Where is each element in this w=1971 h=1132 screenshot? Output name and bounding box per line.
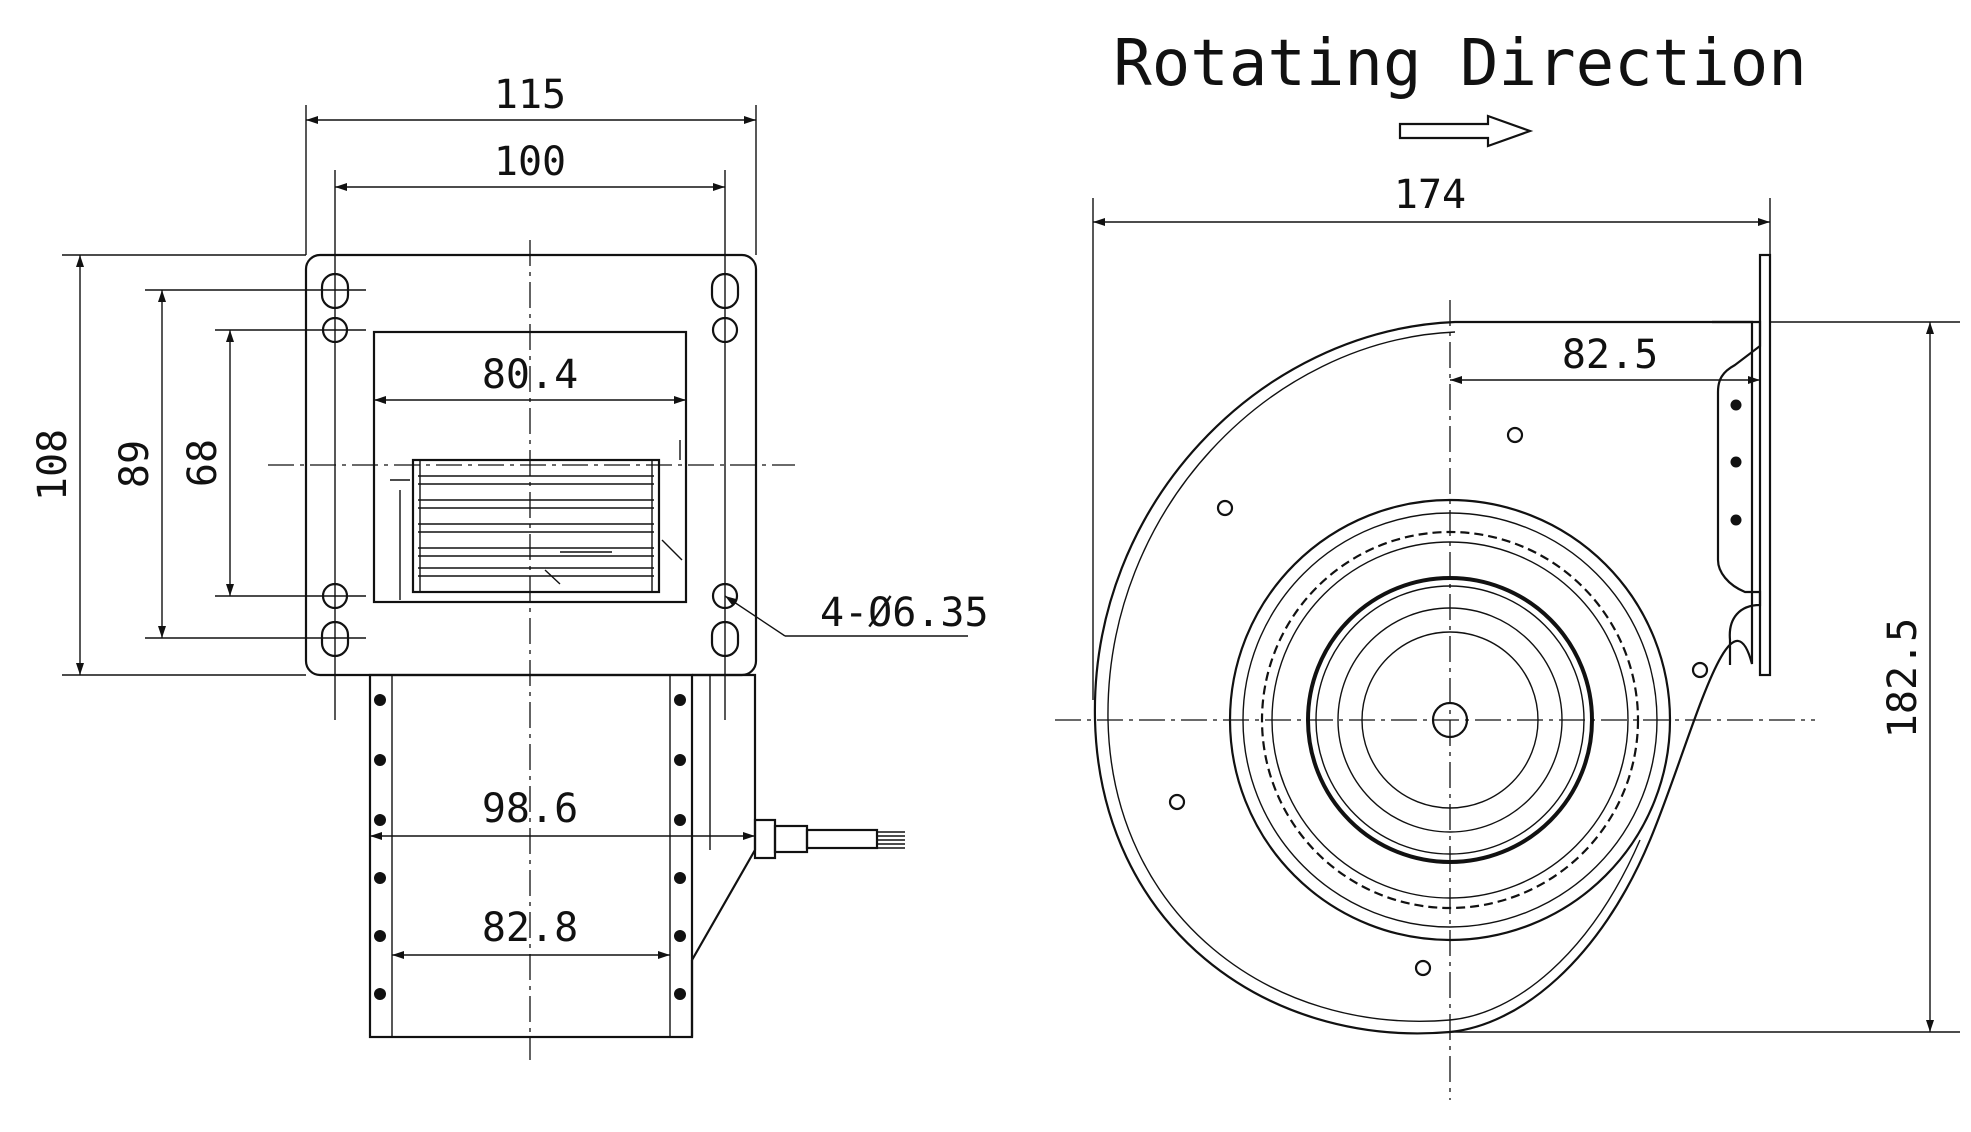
dim-overall-width: 115 (494, 72, 566, 118)
housing-screw-holes (1168, 426, 1709, 977)
side-view: Rotating Direction (1055, 27, 1960, 1100)
dim-hole-spacing-height: 89 (112, 440, 158, 488)
housing-rivets (374, 694, 686, 1000)
dim-overall-length: 174 (1394, 172, 1466, 218)
dim-housing-width: 98.6 (482, 786, 578, 832)
cable-gland (753, 818, 777, 860)
dim-wheel-width: 82.8 (482, 905, 578, 951)
dim-overall-height: 108 (30, 429, 76, 501)
dim-mounting-holes: 4-Ø6.35 (820, 590, 989, 636)
dim-outlet-width: 80.4 (482, 352, 578, 398)
dim-outlet-height: 68 (180, 439, 226, 487)
rotation-arrow-icon (1398, 114, 1534, 148)
dim-hole-spacing-width: 100 (494, 139, 566, 185)
rotating-direction-title: Rotating Direction (1113, 27, 1807, 101)
front-view: 115 100 80.4 108 89 68 4-Ø6.35 98.6 82.8 (30, 72, 989, 1060)
scroll-housing (1093, 320, 1754, 1035)
scroll-housing-inner-edge (1107, 331, 1641, 1022)
blower-wheel (390, 440, 683, 600)
dim-outlet-offset: 82.5 (1562, 332, 1658, 378)
outlet-flange (1712, 253, 1772, 677)
blower-housing (368, 673, 905, 1039)
dim-overall-height-side: 182.5 (1880, 618, 1926, 738)
